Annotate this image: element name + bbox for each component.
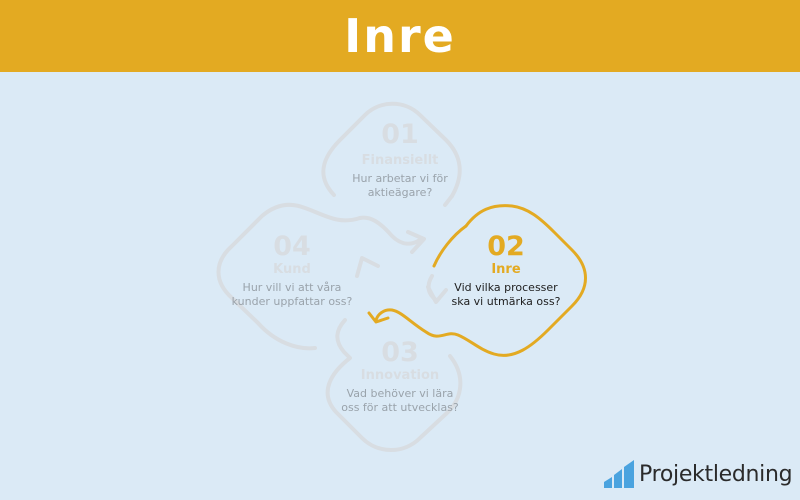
item-description-line2: kunder uppfattar oss?	[232, 295, 353, 308]
item-title: Innovation	[361, 368, 439, 383]
item-description-line2: ska vi utmärka oss?	[452, 295, 561, 308]
shape-03-innovation	[325, 274, 463, 452]
item-title: Inre	[491, 262, 521, 277]
item-description-line1: Hur vill vi att våra	[243, 281, 342, 294]
bar-chart-icon	[604, 460, 634, 488]
header-bar: Inre	[0, 0, 800, 72]
item-title: Kund	[273, 262, 311, 277]
item-description-line1: Vid vilka processer	[454, 281, 558, 294]
item-title: Finansiellt	[362, 153, 439, 168]
item-number: 03	[381, 337, 419, 368]
item-description-line1: Hur arbetar vi för	[352, 172, 448, 185]
item-number: 01	[381, 119, 419, 150]
item-03: 03 Innovation Vad behöver vi lära oss fö…	[341, 337, 459, 414]
item-description-line1: Vad behöver vi lära	[347, 387, 454, 400]
item-description-line2: oss för att utvecklas?	[341, 401, 459, 414]
item-number: 02	[487, 231, 525, 262]
shape-01-finansiellt	[321, 101, 462, 207]
projektledning-logo: Projektledning	[604, 458, 793, 490]
logo-text: Projektledning	[639, 461, 793, 487]
item-01: 01 Finansiellt Hur arbetar vi för aktieä…	[352, 119, 448, 199]
item-description-line2: aktieägare?	[368, 186, 433, 199]
shape-02-inre	[367, 204, 587, 357]
item-02: 02 Inre Vid vilka processer ska vi utmär…	[452, 231, 561, 308]
item-04: 04 Kund Hur vill vi att våra kunder uppf…	[232, 231, 353, 308]
shape-04-kund	[216, 202, 426, 351]
item-number: 04	[273, 231, 311, 262]
page-title: Inre	[344, 9, 456, 63]
